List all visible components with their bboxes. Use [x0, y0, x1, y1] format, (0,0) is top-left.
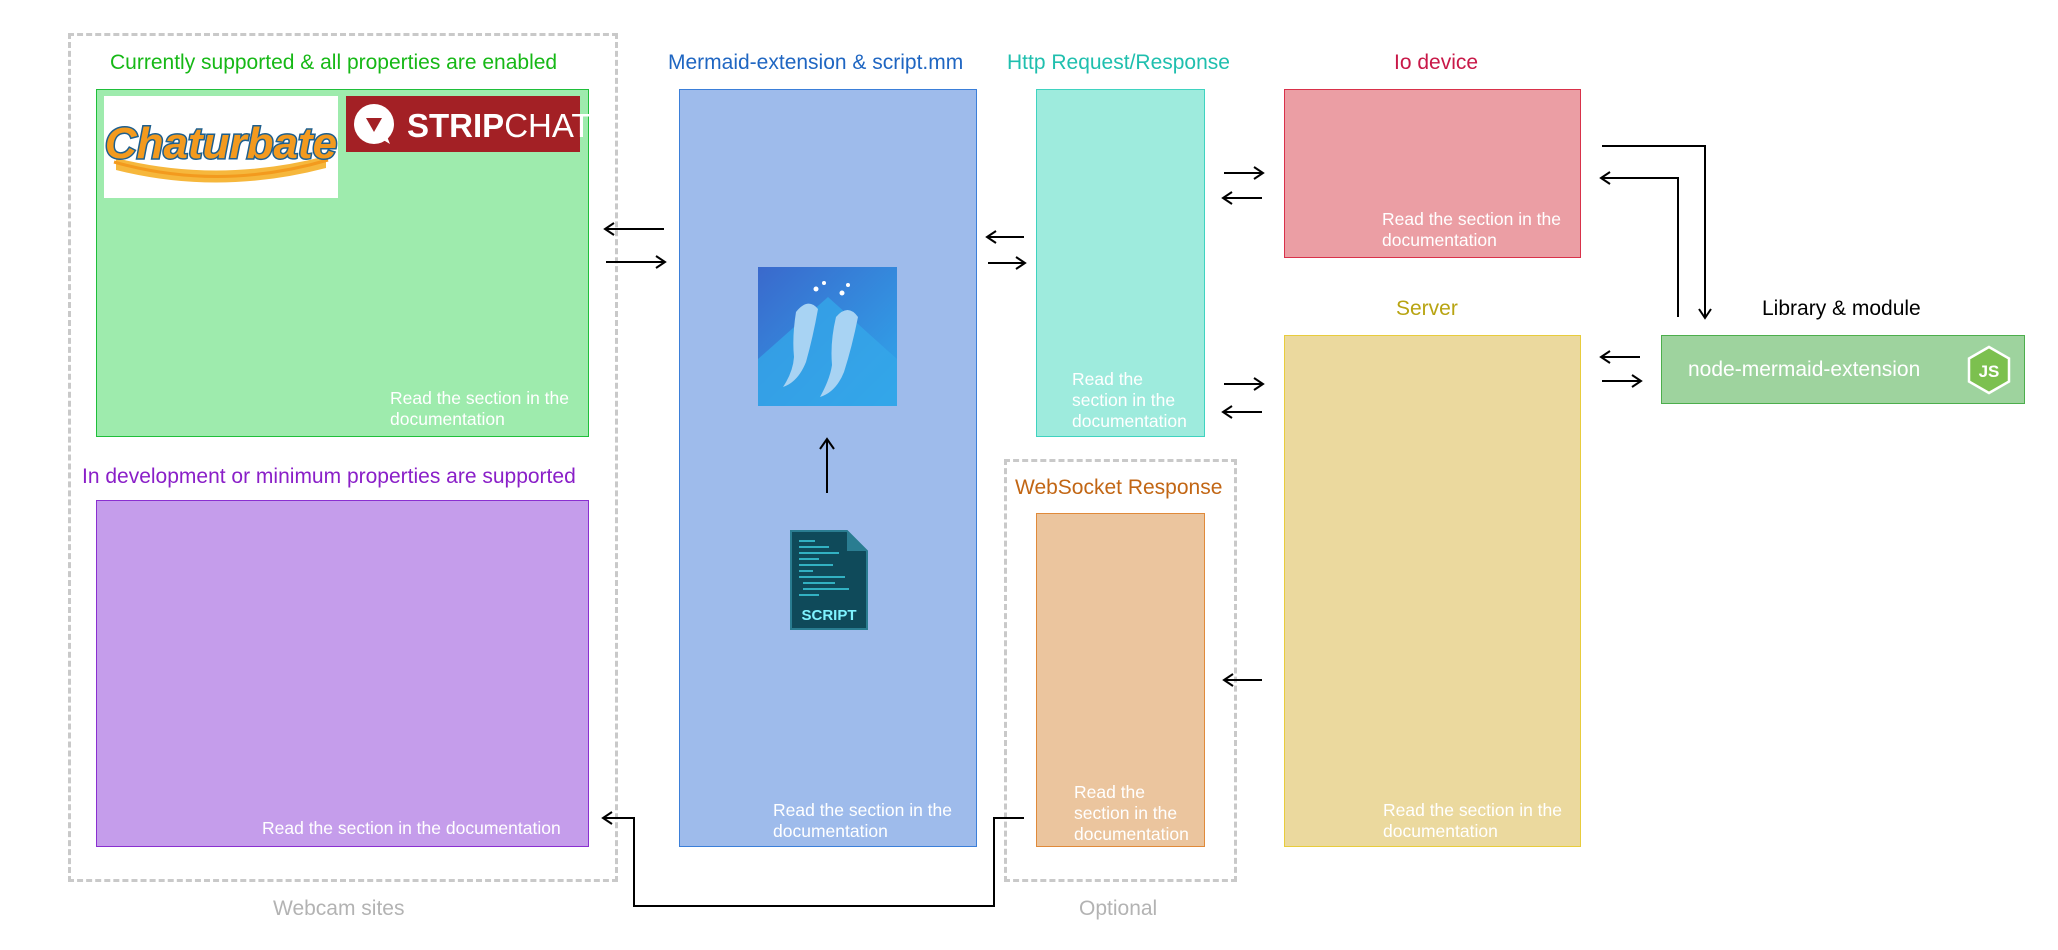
io-library-arrows — [1599, 145, 1712, 320]
websocket-title: WebSocket Response — [1015, 476, 1223, 499]
chaturbate-logo[interactable]: Chaturbate — [103, 96, 339, 198]
development-box — [96, 500, 589, 847]
server-box — [1284, 335, 1581, 847]
http-io-arrows — [1221, 166, 1265, 205]
mermaid-box — [679, 89, 977, 847]
supported-note: Read the section in the documentation — [390, 388, 570, 429]
development-title: In development or minimum properties are… — [82, 465, 576, 488]
script-file-label: SCRIPT — [801, 607, 856, 624]
script-file-icon: SCRIPT — [790, 530, 868, 630]
io-device-note: Read the section in the documentation — [1382, 209, 1562, 250]
websocket-box — [1036, 513, 1205, 847]
server-library-arrows — [1599, 350, 1643, 388]
optional-label: Optional — [1079, 897, 1158, 920]
development-note: Read the section in the documentation — [262, 818, 561, 838]
stripchat-logo-text-bold: STRIP — [407, 107, 505, 144]
nodejs-icon-label: JS — [1979, 362, 2000, 381]
library-module-box[interactable]: node-mermaid-extension JS — [1661, 335, 2025, 404]
supported-title: Currently supported & all properties are… — [110, 51, 558, 74]
library-module-name: node-mermaid-extension — [1688, 358, 1921, 381]
webcam-sites-label: Webcam sites — [273, 897, 405, 920]
server-note: Read the section in the documentation — [1383, 800, 1563, 841]
mermaid-title: Mermaid-extension & script.mm — [668, 51, 964, 74]
mermaid-note: Read the section in the documentation — [773, 800, 953, 841]
nodejs-icon: JS — [1967, 345, 2011, 395]
stripchat-heart-icon — [354, 104, 394, 144]
chaturbate-logo-text: Chaturbate — [105, 119, 337, 168]
http-server-arrows — [1221, 377, 1265, 419]
library-title: Library & module — [1762, 297, 1921, 320]
http-note: Read the section in the documentation — [1072, 369, 1187, 431]
chaturbate-logo-graphic: Chaturbate — [103, 118, 339, 183]
stripchat-logo-text-light: CHAT — [504, 107, 592, 144]
webcam-sites-group — [68, 33, 618, 882]
server-title: Server — [1396, 297, 1458, 320]
io-device-title: Io device — [1394, 51, 1479, 74]
websocket-note: Read the section in the documentation — [1074, 782, 1189, 844]
http-box — [1036, 89, 1205, 437]
stripchat-logo[interactable]: STRIPCHAT — [346, 96, 592, 152]
http-title: Http Request/Response — [1007, 51, 1230, 74]
io-device-box — [1284, 89, 1581, 258]
optional-group — [1004, 459, 1237, 882]
mermaid-extension-icon — [758, 267, 897, 406]
mermaid-http-arrows — [985, 230, 1027, 270]
stripchat-logo-text: STRIPCHAT — [407, 107, 592, 145]
